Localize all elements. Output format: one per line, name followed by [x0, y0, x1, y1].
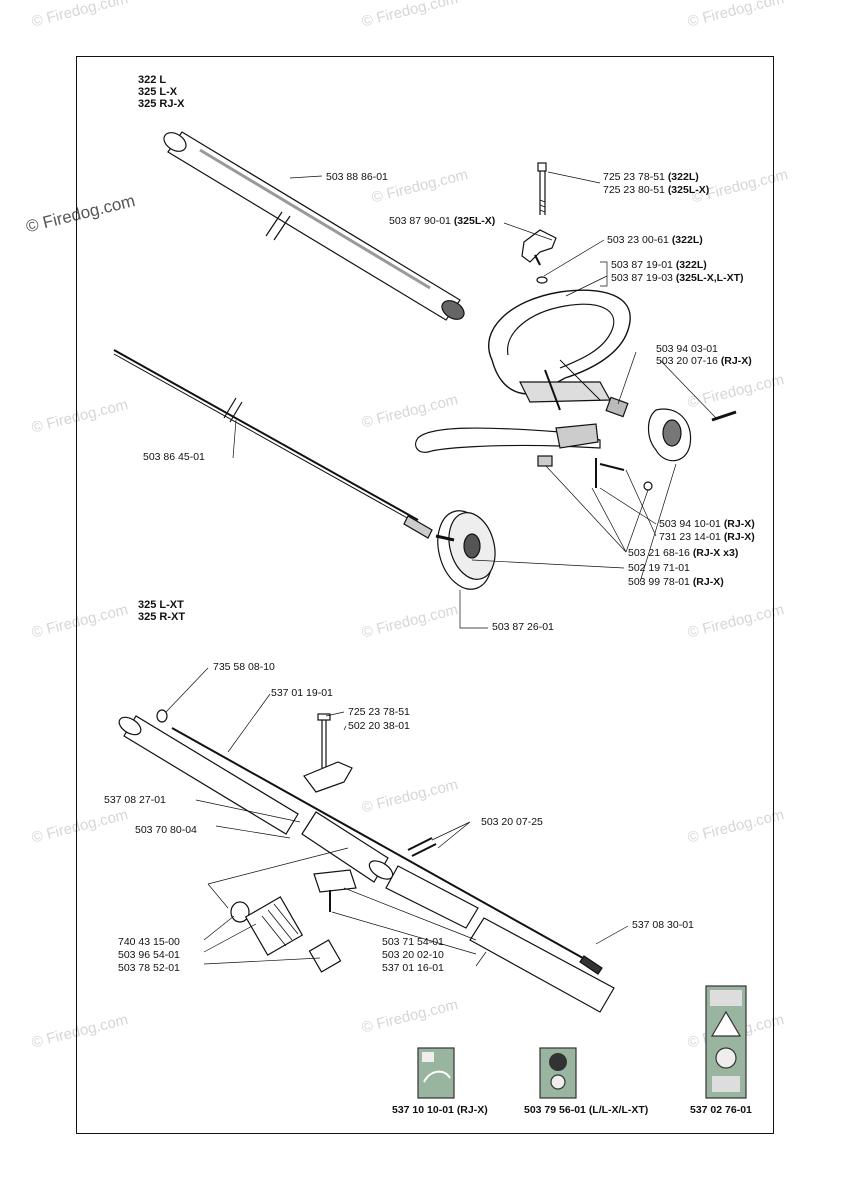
part-label: 740 43 15-00 — [118, 936, 180, 948]
nut-round — [643, 481, 653, 491]
model-heading: 325 RJ-X — [138, 98, 185, 110]
part-label: 537 08 30-01 — [632, 919, 694, 931]
part-label: 503 70 80-04 — [135, 824, 197, 836]
part-label: 503 87 26-01 — [492, 621, 554, 633]
rear-tube — [469, 917, 615, 1013]
decal-caption: 537 02 76-01 — [690, 1104, 752, 1116]
part-label: 502 20 38-01 — [348, 720, 410, 732]
part-label: 537 01 16-01 — [382, 962, 444, 974]
screws-pair — [407, 837, 437, 857]
decal-3 — [705, 985, 747, 1099]
part-label: 537 01 19-01 — [271, 687, 333, 699]
part-label: 503 96 54-01 — [118, 949, 180, 961]
washer — [536, 276, 548, 284]
decal-2 — [539, 1047, 577, 1099]
drive-shaft-rod — [113, 349, 433, 539]
diagram-frame — [76, 56, 774, 1134]
screw-small — [711, 410, 737, 422]
part-label: 537 08 27-01 — [104, 794, 166, 806]
clamp-lower — [313, 869, 357, 893]
nut-square — [537, 455, 553, 467]
part-label: 503 20 02-10 — [382, 949, 444, 961]
part-label: 731 23 14-01 (RJ-X) — [659, 531, 755, 543]
model-heading: 322 L — [138, 74, 167, 86]
part-label: 735 58 08-10 — [213, 661, 275, 673]
wing-knob — [521, 229, 557, 266]
part-label: 503 71 54-01 — [382, 936, 444, 948]
part-label: 503 20 07-16 (RJ-X) — [656, 355, 752, 367]
front-tube — [118, 715, 299, 835]
knob-lower — [303, 761, 353, 793]
part-label: 503 87 19-01 (322L) — [611, 259, 707, 271]
part-label: 503 23 00-61 (322L) — [607, 234, 703, 246]
part-label: 725 23 78-51 — [348, 706, 410, 718]
flex-shaft — [171, 727, 603, 975]
part-label: 503 78 52-01 — [118, 962, 180, 974]
model-heading: 325 L-XT — [138, 599, 184, 611]
clamp-block — [605, 396, 629, 418]
leader-lines-top — [232, 171, 717, 629]
part-label: 503 87 90-01 (325L-X) — [389, 215, 496, 227]
part-label: 503 87 19-03 (325L-X,L-XT) — [611, 272, 744, 284]
model-heading: 325 L-X — [138, 86, 178, 98]
leader-lines-bottom — [165, 667, 629, 967]
pulley-hub — [435, 510, 496, 590]
part-label: 725 23 78-51 (322L) — [603, 171, 699, 183]
part-label: 503 20 07-25 — [481, 816, 543, 828]
bolt — [537, 162, 547, 215]
tube-middle — [385, 865, 479, 929]
decal-1 — [417, 1047, 455, 1099]
part-label: 503 94 03-01 — [656, 343, 718, 355]
loop-handle — [488, 289, 631, 411]
part-label: 725 23 80-51 (325L-X) — [603, 184, 710, 196]
right-bracket — [647, 408, 692, 462]
o-ring — [230, 901, 250, 923]
screw-angled — [599, 463, 625, 471]
decal-caption: 503 79 56-01 (L/L-X/L-XT) — [524, 1104, 649, 1116]
coupler — [301, 811, 394, 883]
filter-sleeve — [244, 896, 304, 956]
model-heading: 325 R-XT — [138, 611, 186, 623]
collar — [308, 939, 342, 973]
decal-caption: 537 10 10-01 (RJ-X) — [392, 1104, 488, 1116]
part-label: 503 94 10-01 (RJ-X) — [659, 518, 755, 530]
shaft-tube — [163, 131, 465, 321]
part-label: 503 86 45-01 — [143, 451, 205, 463]
end-plug — [156, 709, 168, 723]
handle-bar — [415, 423, 601, 453]
bolt-lower — [317, 713, 331, 768]
part-label: 503 21 68-16 (RJ-X x3) — [628, 547, 739, 559]
part-label: 503 99 78-01 (RJ-X) — [628, 576, 724, 588]
part-label: 502 19 71-01 — [628, 562, 690, 574]
part-label: 503 88 86-01 — [326, 171, 388, 183]
